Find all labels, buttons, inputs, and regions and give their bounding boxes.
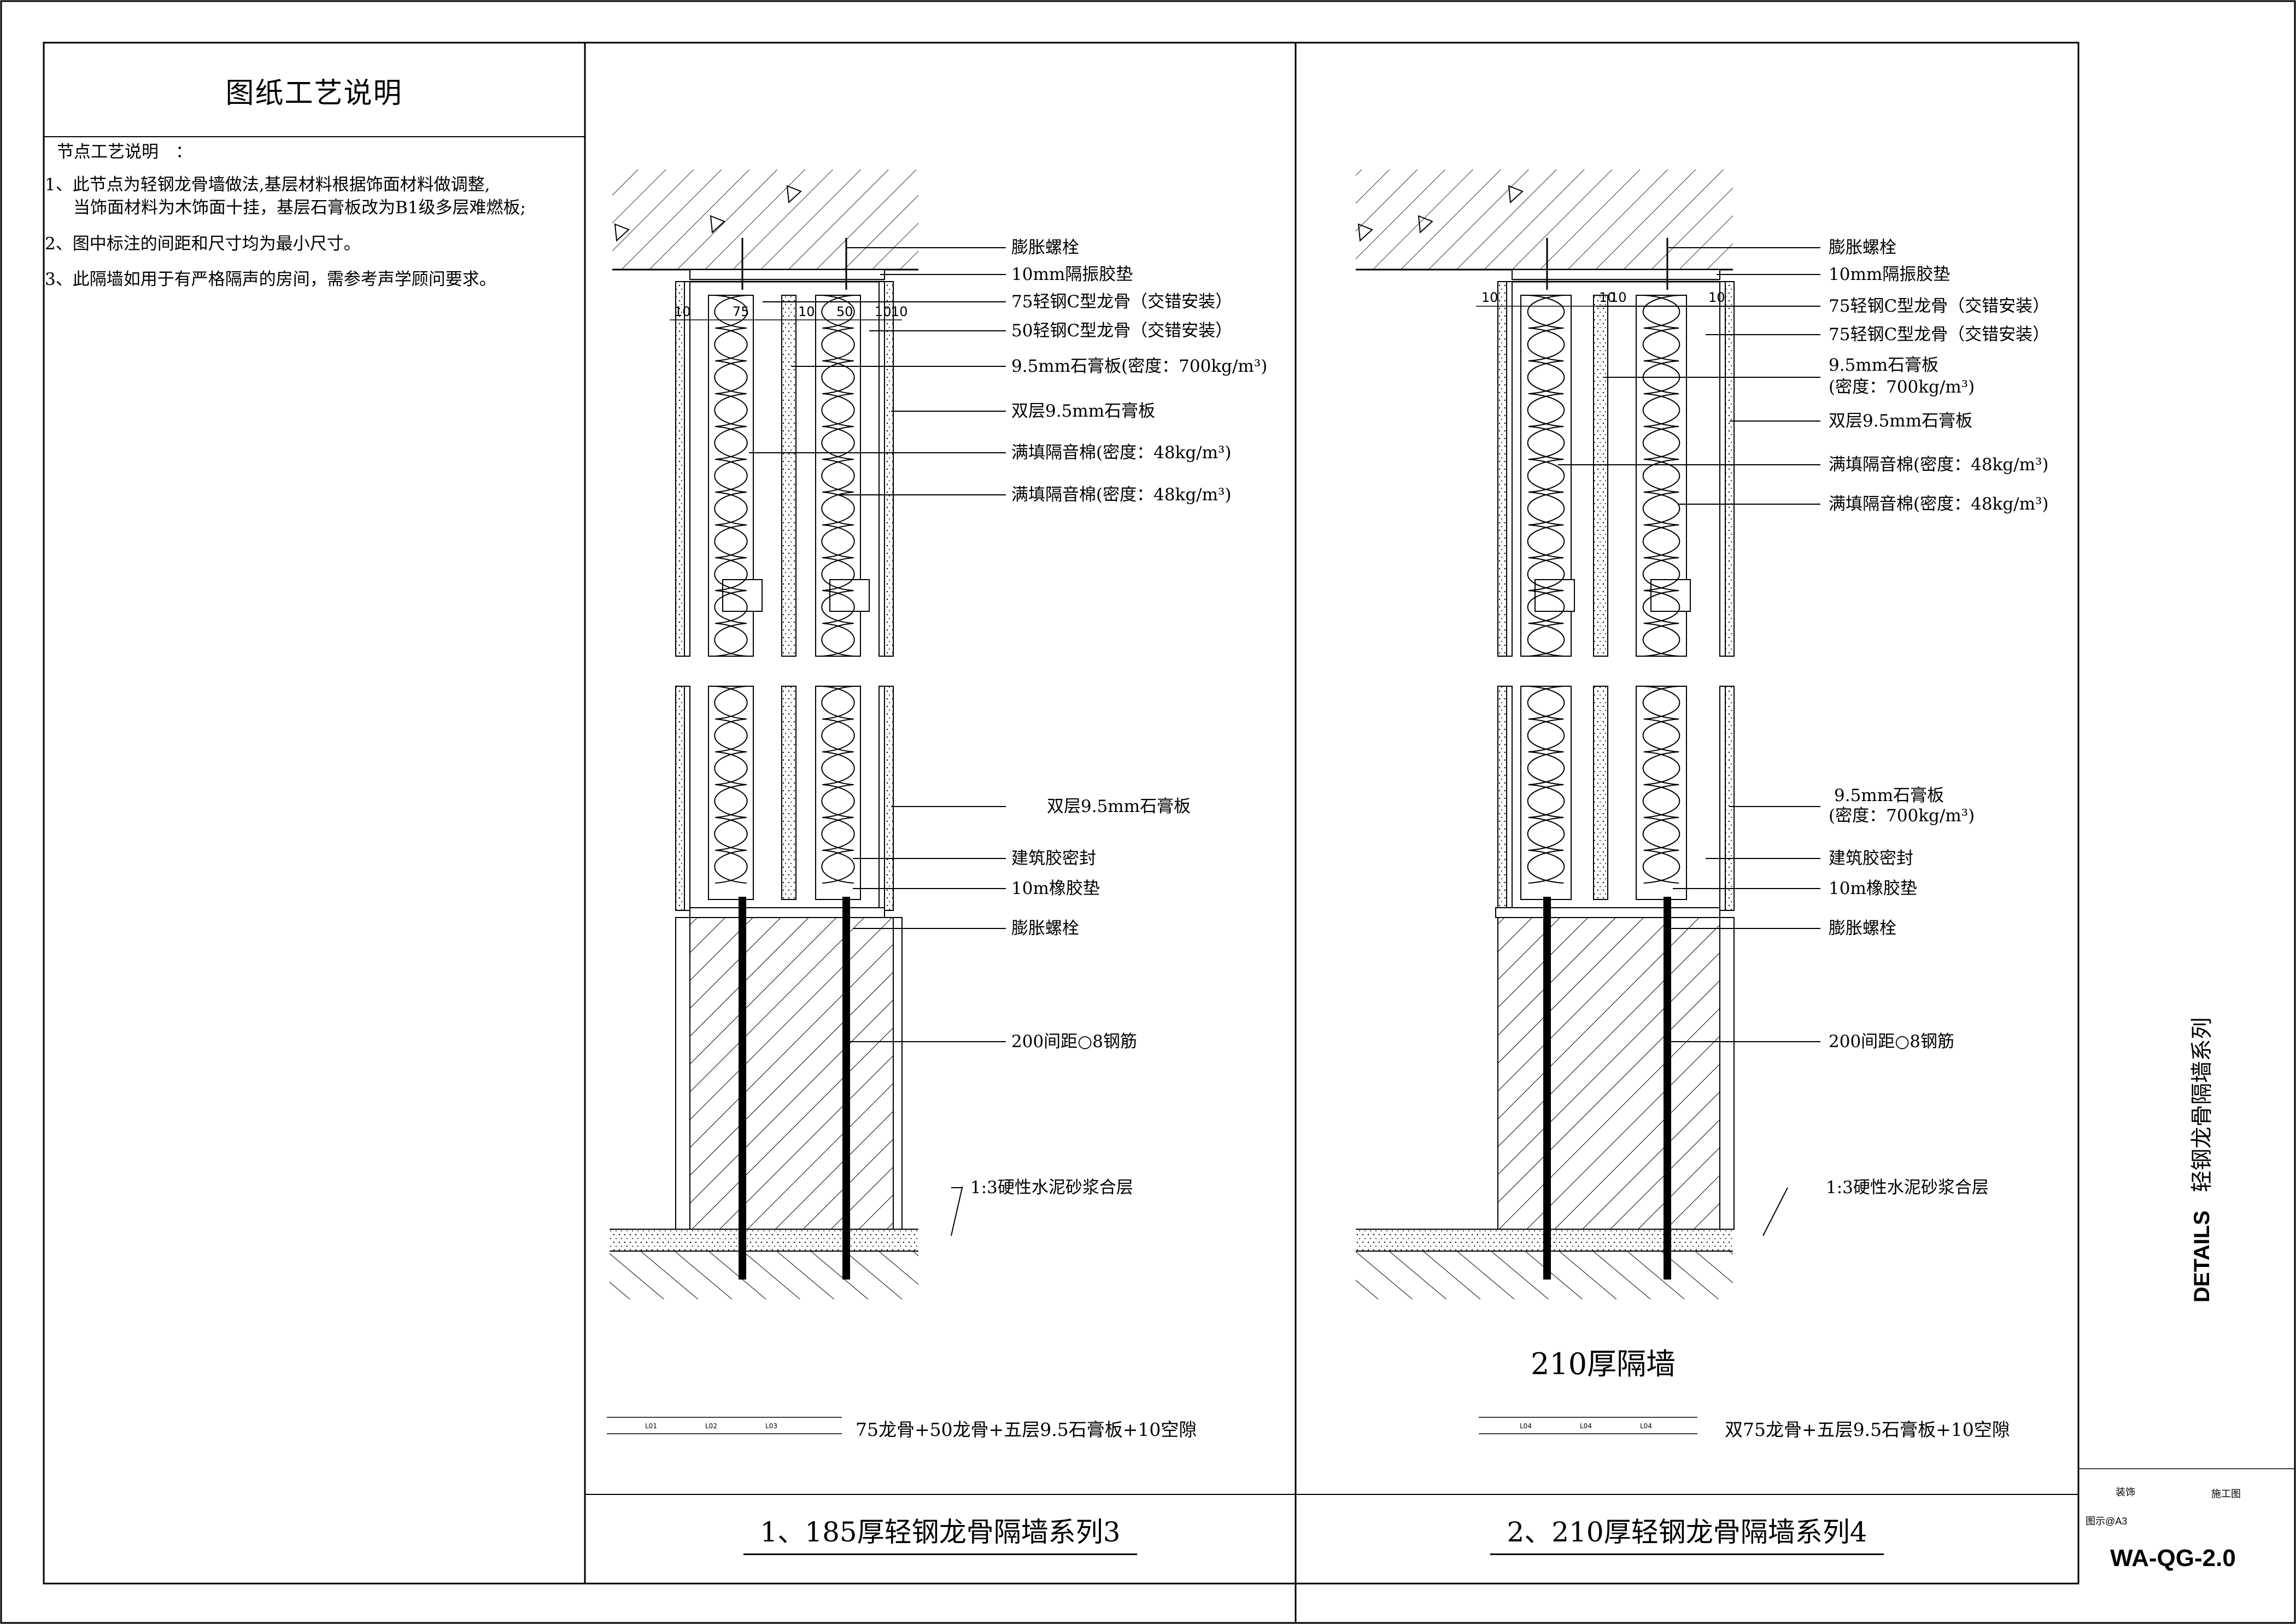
d1-label-bolt-low: 膨胀螺栓 [1011,919,1079,938]
insulation-wool-7 [1642,686,1680,884]
detail-2-legend-marks: L04 L04 L04 [1520,1422,1652,1430]
top-track [1512,269,1720,280]
d2-dim-1: 10 [1599,290,1616,305]
detail-1-labels: 膨胀螺栓 10mm隔振胶垫 75轻钢C型龙骨（交错安装） 50轻钢C型龙骨（交错… [970,238,1267,1197]
detail-2-drawing-title: 210厚隔墙 [1531,1347,1676,1381]
detail-2-title: 2、210厚轻钢龙骨隔墙系列4 [1296,1510,2078,1555]
detail-1-dimensions: 10 75 10 50 10 10 [674,304,908,319]
d2-label-pad-top: 10mm隔振胶垫 [1829,265,1950,284]
insulation-wool-3 [821,686,855,884]
detail-2-caption: 双75龙骨+五层9.5石膏板+10空隙 [1725,1419,2010,1440]
d2-legend-mark-0: L04 [1520,1422,1532,1430]
d1-label-bolt-top: 膨胀螺栓 [1011,238,1079,258]
d2-legend-mark-2: L04 [1640,1422,1652,1430]
scale-label: 图示@A3 [2086,1516,2128,1527]
d2-label-bolt-low: 膨胀螺栓 [1829,919,1896,938]
detail-1-title-text: 1、185厚轻钢龙骨隔墙系列3 [743,1516,1137,1555]
d1-dim-5: 10 [891,304,908,319]
detail-2-labels: 膨胀螺栓 10mm隔振胶垫 75轻钢C型龙骨（交错安装） 75轻钢C型龙骨（交错… [1826,238,2049,1197]
notes-item-2: 2、图中标注的间距和尺寸均为最小尺寸。 [45,233,586,256]
d1-label-sealant: 建筑胶密封 [1011,849,1096,868]
detail-1-leaders [749,247,1006,1236]
d1-label-pad-top: 10mm隔振胶垫 [1011,265,1133,284]
ceiling-slab [1356,170,1733,270]
d2-label-board-low-l2: (密度：700kg/m³) [1829,806,1975,826]
d2-label-double-board: 双层9.5mm石膏板 [1829,411,1972,431]
insulation-wool-1 [821,295,855,657]
d2-label-rebar: 200间距○8钢筋 [1829,1032,1954,1051]
concrete-curb [689,917,894,1230]
d1-label-board: 9.5mm石膏板(密度：700kg/m³) [1011,357,1267,376]
d1-dim-2: 10 [798,304,815,319]
d1-label-rebar: 200间距○8钢筋 [1011,1032,1137,1051]
insulation-wool-0 [714,295,748,657]
d1-label-double-board: 双层9.5mm石膏板 [1011,401,1155,421]
ceiling-slab [612,170,918,270]
d1-legend-mark-0: L01 [645,1422,657,1430]
notes-body: 节点工艺说明 ： 1、此节点为轻钢龙骨墙做法,基层材料根据饰面材料做调整, 当饰… [45,141,586,305]
d2-label-wool2: 满填隔音棉(密度：48kg/m³) [1829,494,2049,514]
series-title-en: DETAILS [2190,1210,2214,1302]
notes-item-1-line2: 当饰面材料为木饰面十挂，基层石膏板改为B1级多层难燃板; [73,197,526,218]
d2-label-stud75b: 75轻钢C型龙骨（交错安装） [1829,325,2049,344]
notes-item-3-line1: 3、此隔墙如用于有严格隔声的房间，需参考声学顾问要求。 [45,270,496,290]
d1-dim-4: 10 [875,304,892,319]
d1-legend-mark-2: L03 [765,1422,777,1430]
detail-2-drawing [1356,170,1820,1299]
detail-2-title-text: 2、210厚轻钢龙骨隔墙系列4 [1490,1516,1884,1555]
insulation-wool-4 [1527,295,1565,657]
d2-label-rubber: 10m橡胶垫 [1829,879,1917,898]
d2-label-sealant: 建筑胶密封 [1829,849,1913,868]
d1-dim-1: 75 [733,304,749,319]
d2-label-stud75a: 75轻钢C型龙骨（交错安装） [1829,296,2049,316]
d2-dim-0: 10 [1481,290,1498,305]
detail-1-title: 1、185厚轻钢龙骨隔墙系列3 [585,1510,1296,1555]
insulation-wool-2 [714,686,748,884]
d1-label-double-board-low: 双层9.5mm石膏板 [1047,797,1191,816]
d2-label-board-l2: (密度：700kg/m³) [1829,377,1975,397]
top-track [689,269,885,280]
detail-2-dimensions: 10 10 10 10 [1481,290,1725,305]
d1-label-wool2: 满填隔音棉(密度：48kg/m³) [1011,485,1232,505]
d2-legend-mark-1: L04 [1580,1422,1592,1430]
d1-dim-3: 50 [836,304,853,319]
series-title-cn: 轻钢龙骨隔墙系列 [2190,1017,2214,1193]
detail-1-legend-marks: L01 L02 L03 [645,1422,777,1430]
notes-item-1: 1、此节点为轻钢龙骨墙做法,基层材料根据饰面材料做调整, 当饰面材料为木饰面十挂… [45,174,586,220]
discipline-label: 装饰 [2116,1487,2135,1498]
sheet-number: WA-QG-2.0 [2110,1545,2236,1572]
inner-border [43,42,2080,1585]
notes-heading: 节点工艺说明 ： [57,142,192,162]
d2-label-board-low-l1: 9.5mm石膏板 [1834,786,1944,805]
ground-slab [610,1251,918,1299]
notes-item-1-line1: 1、此节点为轻钢龙骨墙做法,基层材料根据饰面材料做调整, [45,174,490,195]
d2-dim-3: 10 [1708,290,1725,305]
legend-lines [607,1417,1697,1434]
d1-legend-mark-1: L02 [705,1422,717,1430]
d1-label-mortar: 1:3硬性水泥砂浆合层 [970,1178,1133,1197]
detail-1-caption: 75龙骨+50龙骨+五层9.5石膏板+10空隙 [856,1419,1197,1440]
detail-1-drawing [610,170,1006,1299]
d1-label-rubber: 10m橡胶垫 [1011,879,1100,898]
d2-label-mortar: 1:3硬性水泥砂浆合层 [1826,1178,1989,1197]
d1-label-wool1: 满填隔音棉(密度：48kg/m³) [1011,443,1232,463]
d2-label-bolt-top: 膨胀螺栓 [1829,238,1896,258]
d1-label-stud50: 50轻钢C型龙骨（交错安装） [1011,321,1232,341]
d1-dim-0: 10 [674,304,691,319]
insulation-wool-5 [1642,295,1680,657]
notes-item-3: 3、此隔墙如用于有严格隔声的房间，需参考声学顾问要求。 [45,268,586,291]
d1-label-stud75: 75轻钢C型龙骨（交错安装） [1011,292,1232,312]
stage-label: 施工图 [2211,1488,2241,1499]
d2-label-board-l1: 9.5mm石膏板 [1829,355,1938,375]
mortar-layer [610,1229,918,1251]
base-track [689,907,885,918]
d2-dim-2: 10 [1610,290,1627,305]
d2-label-wool1: 满填隔音棉(密度：48kg/m³) [1829,455,2049,475]
notes-title: 图纸工艺说明 [225,77,403,110]
notes-item-2-line1: 2、图中标注的间距和尺寸均为最小尺寸。 [45,233,361,254]
insulation-wool-6 [1527,686,1565,884]
